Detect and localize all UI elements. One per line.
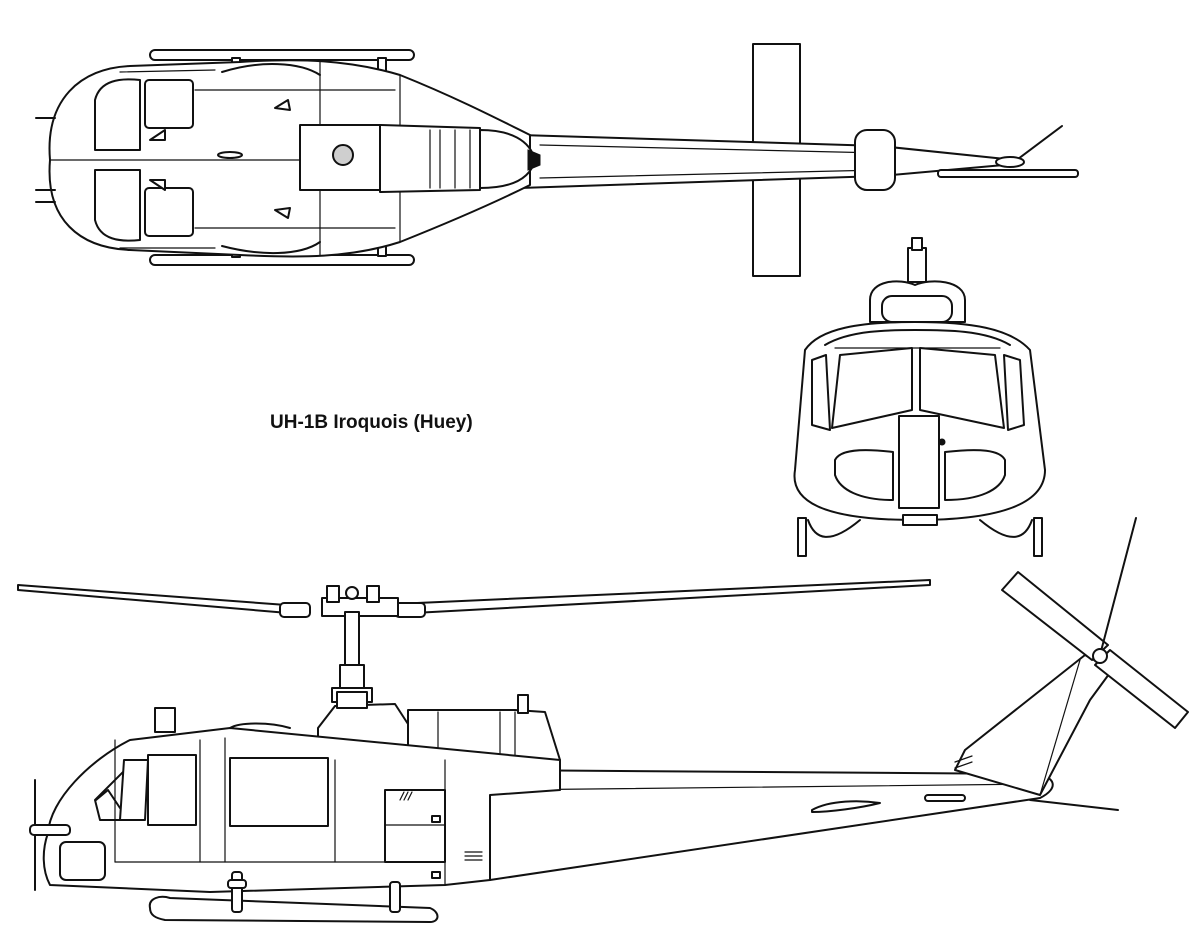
side-antenna-mast [154,707,176,733]
side-landing-skids [148,871,439,923]
top-cockpit-windows [94,69,216,249]
top-tail-boom [519,134,1016,189]
top-tail-rotor [854,125,1079,191]
side-tail-fin [954,654,1113,796]
front-windshield [831,347,1005,429]
front-chin-windows [834,449,1006,501]
side-tail-rotor [1001,517,1189,729]
front-center-panel [898,415,940,509]
front-rotor-mast [869,237,966,323]
figure-title: UH-1B Iroquois (Huey) [270,412,473,433]
side-nose [29,779,121,891]
side-main-rotor [17,579,931,703]
front-landing-skids [797,514,1043,557]
side-access-panel [384,789,446,863]
top-engine-housing [299,124,541,193]
side-view [17,517,1189,923]
top-vents [149,99,291,219]
side-elevator [811,800,881,813]
side-cockpit-windows [94,754,329,827]
top-view [35,43,1079,277]
front-view [793,237,1046,557]
